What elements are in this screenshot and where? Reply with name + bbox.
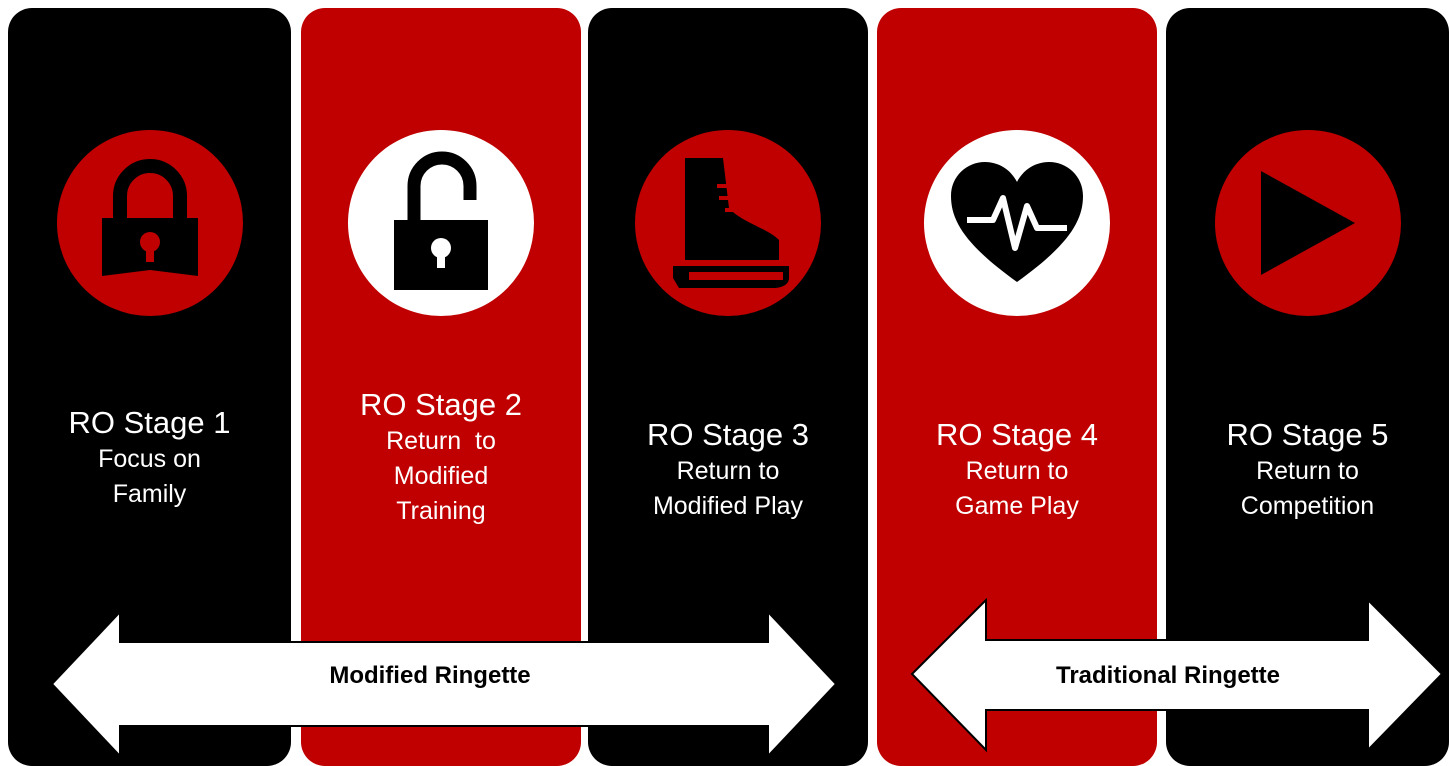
stage-1-column: RO Stage 1 Focus on Family: [8, 8, 291, 766]
stage-5-line-2: Competition: [1240, 492, 1375, 520]
stage-3-icon-circle: [635, 130, 821, 316]
stage-4-icon-circle: [924, 130, 1110, 316]
stage-3-title: RO Stage 3: [647, 417, 809, 452]
unlocked-padlock-icon: [394, 151, 488, 290]
stage-1-line-2: Family: [112, 480, 187, 508]
stage-2-title: RO Stage 2: [360, 387, 522, 422]
heartbeat-icon: [951, 162, 1083, 282]
modified-ringette-arrow: [50, 610, 838, 759]
stage-2-line-1: Return to: [386, 427, 496, 455]
stage-2-line-2: Modified: [393, 462, 489, 490]
stage-4-title: RO Stage 4: [936, 417, 1098, 452]
play-icon: [1260, 171, 1355, 275]
stage-3-column: RO Stage 3 Return to Modified Play: [588, 8, 868, 766]
stage-3-line-2: Modified Play: [652, 492, 804, 520]
traditional-ringette-arrow: [910, 598, 1444, 752]
stage-1-icon-circle: [56, 130, 243, 316]
stage-5-title: RO Stage 5: [1226, 417, 1389, 452]
modified-ringette-label: Modified Ringette: [329, 662, 531, 689]
stage-1-title: RO Stage 1: [68, 405, 231, 440]
ice-skate-icon: [673, 158, 789, 288]
stage-1-line-1: Focus on: [98, 445, 201, 473]
stage-5-line-1: Return to: [1256, 457, 1359, 485]
stage-2-line-3: Training: [396, 497, 486, 525]
stage-3-line-1: Return to: [676, 457, 780, 485]
stage-2-icon-circle: [348, 130, 534, 316]
stage-4-line-1: Return to: [965, 457, 1069, 485]
locked-padlock-icon: [101, 159, 198, 276]
stage-5-icon-circle: [1214, 130, 1401, 316]
traditional-ringette-label: Traditional Ringette: [1055, 662, 1280, 689]
stage-2-column: RO Stage 2 Return to Modified Training: [301, 8, 581, 766]
stage-4-line-2: Game Play: [955, 492, 1079, 520]
